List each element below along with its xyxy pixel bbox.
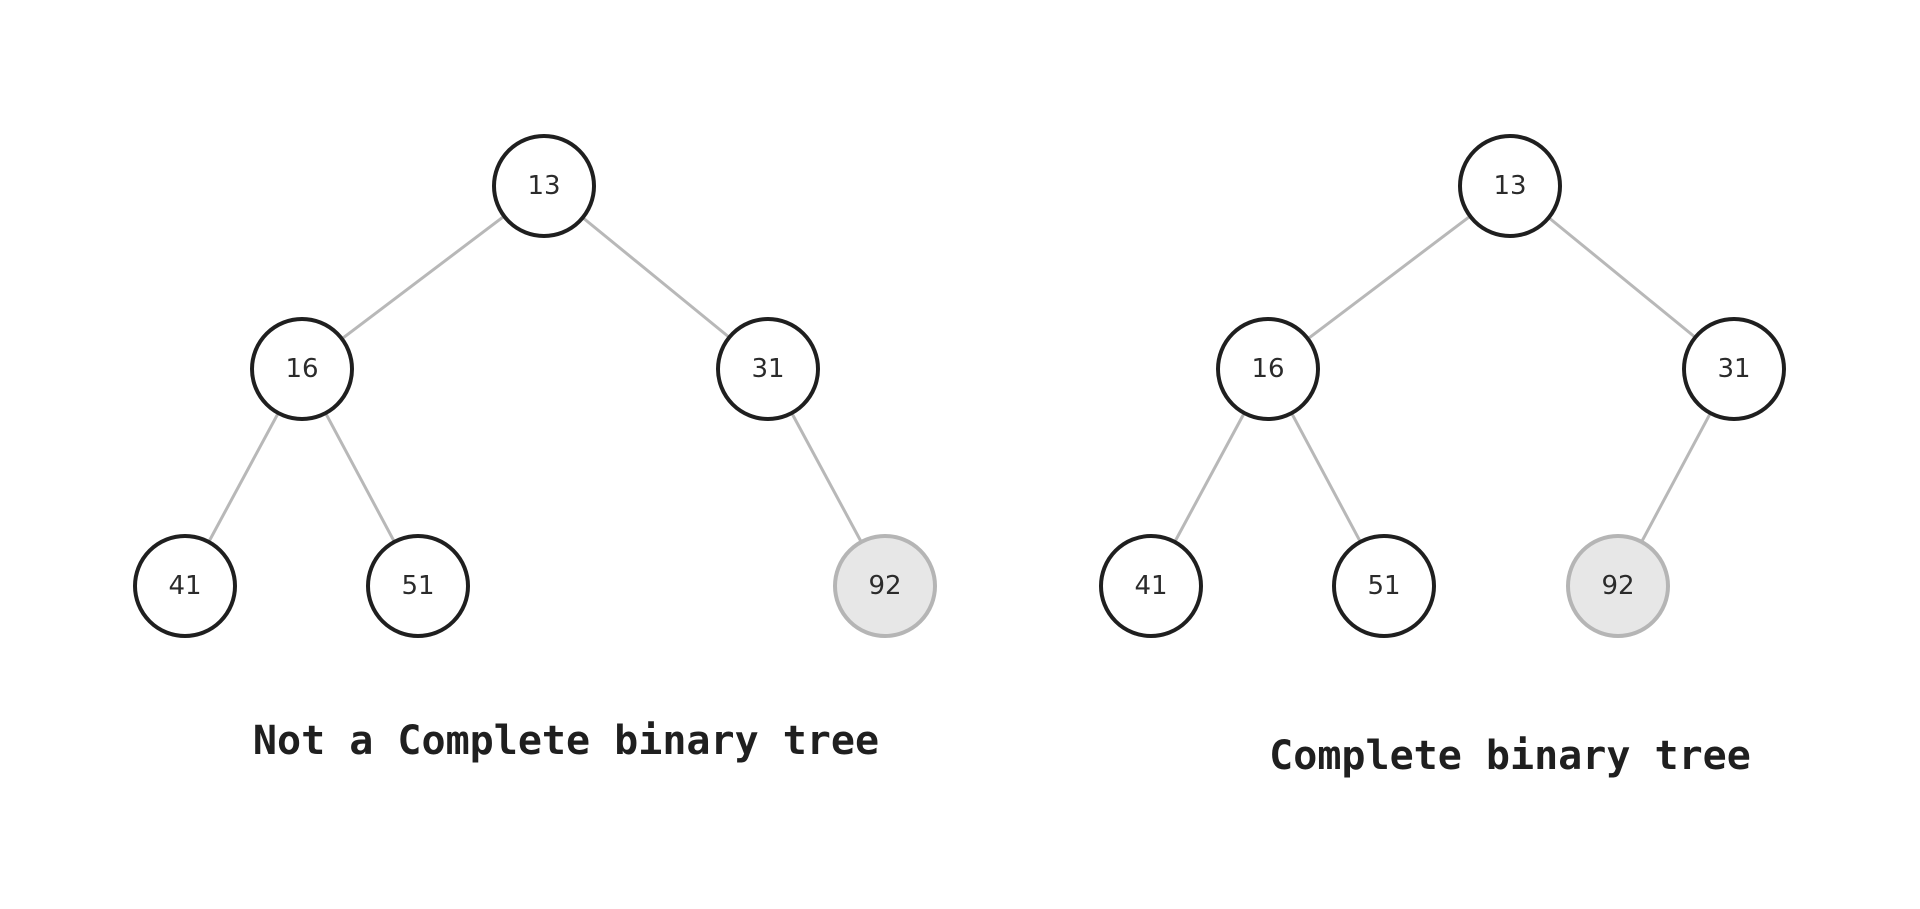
edge-root-to-right: [581, 216, 731, 339]
tree-not-complete: 13 16 31 41 51 92 Not a Complete binary tree: [133, 134, 937, 764]
tree-node-left-right: 51: [366, 534, 470, 638]
node-label: 92: [868, 571, 901, 601]
node-circle: [716, 317, 820, 421]
tree-node-left: 16: [1216, 317, 1320, 421]
tree-node-right: 31: [716, 317, 820, 421]
tree-node-left-left: 41: [133, 534, 237, 638]
node-label: 13: [1493, 171, 1526, 201]
highlighted-node-circle: [1566, 534, 1670, 638]
node-circle: [1458, 134, 1562, 238]
node-label: 31: [1717, 354, 1750, 384]
node-circle: [1682, 317, 1786, 421]
tree-caption: Not a Complete binary tree: [253, 718, 879, 764]
node-circle: [250, 317, 354, 421]
tree-node-right-right: 92: [833, 534, 937, 638]
tree-node-right: 31: [1682, 317, 1786, 421]
node-circle: [492, 134, 596, 238]
tree-complete: 13 16 31 41 51 92 Complete binary tree: [1099, 134, 1786, 779]
tree-nodes: 13 16 31 41 51 92: [1099, 134, 1786, 638]
edge-left-to-left-right: [1290, 412, 1362, 543]
edge-root-to-left: [340, 214, 506, 341]
edge-left-to-left-left: [207, 412, 280, 543]
tree-node-left-right: 51: [1332, 534, 1436, 638]
edge-right-to-right-right: [790, 412, 863, 543]
tree-node-left: 16: [250, 317, 354, 421]
edge-left-to-left-left: [1173, 412, 1246, 543]
node-label: 41: [168, 571, 201, 601]
tree-caption: Complete binary tree: [1269, 733, 1751, 779]
node-label: 51: [401, 571, 434, 601]
tree-edges: [1173, 214, 1712, 543]
tree-edges: [207, 214, 863, 543]
highlighted-node-circle: [833, 534, 937, 638]
node-label: 16: [1251, 354, 1284, 384]
node-label: 92: [1601, 571, 1634, 601]
edge-left-to-left-right: [324, 412, 396, 543]
node-label: 51: [1367, 571, 1400, 601]
tree-node-right-left: 92: [1566, 534, 1670, 638]
node-circle: [1099, 534, 1203, 638]
node-circle: [133, 534, 237, 638]
edge-root-to-right: [1547, 216, 1697, 339]
tree-node-left-left: 41: [1099, 534, 1203, 638]
node-label: 13: [527, 171, 560, 201]
edge-right-to-right-left: [1640, 412, 1712, 543]
tree-nodes: 13 16 31 41 51 92: [133, 134, 937, 638]
node-label: 31: [751, 354, 784, 384]
tree-node-root: 13: [1458, 134, 1562, 238]
node-circle: [1332, 534, 1436, 638]
node-label: 41: [1134, 571, 1167, 601]
node-label: 16: [285, 354, 318, 384]
tree-node-root: 13: [492, 134, 596, 238]
node-circle: [1216, 317, 1320, 421]
node-circle: [366, 534, 470, 638]
edge-root-to-left: [1306, 214, 1472, 341]
